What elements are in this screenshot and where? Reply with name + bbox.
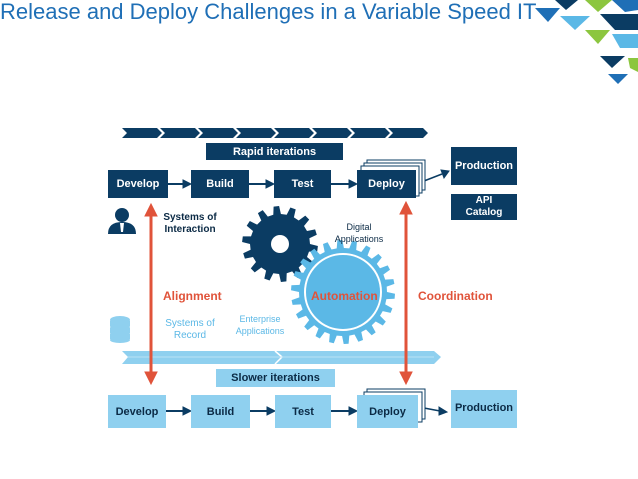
top-test-stage: Test xyxy=(274,170,331,198)
api-catalog-box: API Catalog xyxy=(451,194,517,220)
systems-of-record-label: Systems of Record xyxy=(157,318,223,342)
systems-interaction-line2: Interaction xyxy=(164,224,216,235)
systems-record-line1: Systems of xyxy=(165,318,215,329)
digital-applications-label: Digital Applications xyxy=(328,221,390,245)
enterprise-apps-line2: Applications xyxy=(235,326,285,336)
top-develop-stage: Develop xyxy=(108,170,168,198)
digital-apps-line2: Applications xyxy=(334,234,384,244)
bottom-production-box: Production xyxy=(451,390,517,428)
database-icon xyxy=(110,316,130,343)
user-icon xyxy=(108,208,136,234)
top-build-stage: Build xyxy=(191,170,249,198)
light-gear-ring xyxy=(304,253,382,331)
systems-of-interaction-label: Systems of Interaction xyxy=(158,212,222,236)
api-catalog-line1: API xyxy=(475,195,493,206)
top-flow-arrows xyxy=(168,169,450,189)
digital-apps-line1: Digital xyxy=(346,222,372,232)
corner-logo xyxy=(535,0,638,84)
light-gear xyxy=(291,240,395,344)
automation-label: Automation xyxy=(311,289,378,303)
api-catalog-line2: Catalog xyxy=(465,207,503,218)
dark-gear-hub xyxy=(271,235,289,253)
top-deploy-stage: Deploy xyxy=(357,170,416,198)
bottom-build-stage: Build xyxy=(191,395,250,428)
top-production-box: Production xyxy=(451,147,517,185)
slower-iterations-label: Slower iterations xyxy=(216,369,335,387)
gear-icon xyxy=(242,206,395,344)
bottom-test-stage: Test xyxy=(275,395,331,428)
systems-interaction-line1: Systems of xyxy=(163,212,217,223)
coordination-arrow xyxy=(399,200,413,386)
rapid-iterations-label: Rapid iterations xyxy=(206,143,343,160)
rapid-timeline xyxy=(122,128,428,138)
alignment-label: Alignment xyxy=(163,289,222,303)
enterprise-applications-label: Enterprise Applications xyxy=(228,313,292,337)
systems-record-line2: Record xyxy=(173,330,207,341)
slower-timeline xyxy=(122,350,441,365)
bottom-deploy-stage: Deploy xyxy=(357,395,418,428)
enterprise-apps-line1: Enterprise xyxy=(239,314,281,324)
coordination-label: Coordination xyxy=(418,289,493,303)
bottom-develop-stage: Develop xyxy=(108,395,166,428)
alignment-arrow xyxy=(144,202,158,386)
bottom-flow-arrows xyxy=(166,406,449,416)
slide-title: Release and Deploy Challenges in a Varia… xyxy=(0,0,537,24)
